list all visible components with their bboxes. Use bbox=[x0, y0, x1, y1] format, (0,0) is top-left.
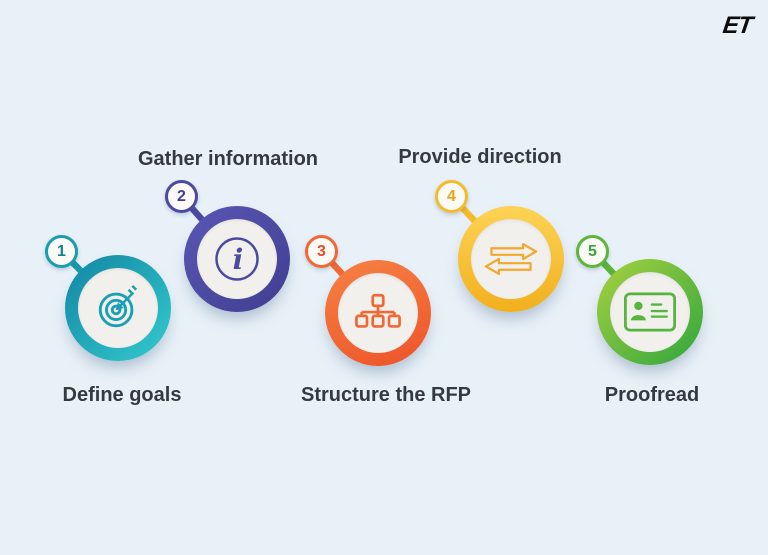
step-1-number-badge: 1 bbox=[45, 235, 78, 268]
transfer-arrows-icon bbox=[484, 242, 538, 276]
step-3-inner-circle bbox=[338, 273, 418, 353]
step-1-number: 1 bbox=[57, 242, 66, 260]
svg-text:i: i bbox=[233, 243, 244, 276]
step-3-number-badge: 3 bbox=[305, 235, 338, 268]
step-3-label: Structure the RFP bbox=[300, 384, 472, 406]
step-2-number-badge: 2 bbox=[165, 180, 198, 213]
sitemap-icon bbox=[355, 293, 401, 328]
step-4-circle bbox=[458, 206, 564, 312]
step-4-number-badge: 4 bbox=[435, 180, 468, 213]
step-1-inner-circle bbox=[78, 268, 158, 348]
step-4-label: Provide direction bbox=[398, 146, 562, 168]
step-5-inner-circle bbox=[610, 272, 690, 352]
step-3-number: 3 bbox=[317, 242, 326, 260]
step-5-number: 5 bbox=[588, 242, 597, 260]
target-dart-icon bbox=[98, 285, 138, 328]
step-1-label: Define goals bbox=[62, 384, 182, 406]
step-1-circle bbox=[65, 255, 171, 361]
step-2-inner-circle: i bbox=[197, 219, 277, 299]
step-2-label: Gather information bbox=[137, 148, 319, 170]
step-2-number: 2 bbox=[177, 187, 186, 205]
step-4-inner-circle bbox=[471, 219, 551, 299]
step-5-number-badge: 5 bbox=[576, 235, 609, 268]
info-icon: i bbox=[215, 237, 259, 281]
step-5-circle bbox=[597, 259, 703, 365]
step-3-circle bbox=[325, 260, 431, 366]
step-2-circle: i bbox=[184, 206, 290, 312]
step-5-label: Proofread bbox=[604, 384, 700, 406]
id-card-icon bbox=[624, 292, 676, 332]
step-4-number: 4 bbox=[447, 187, 456, 205]
